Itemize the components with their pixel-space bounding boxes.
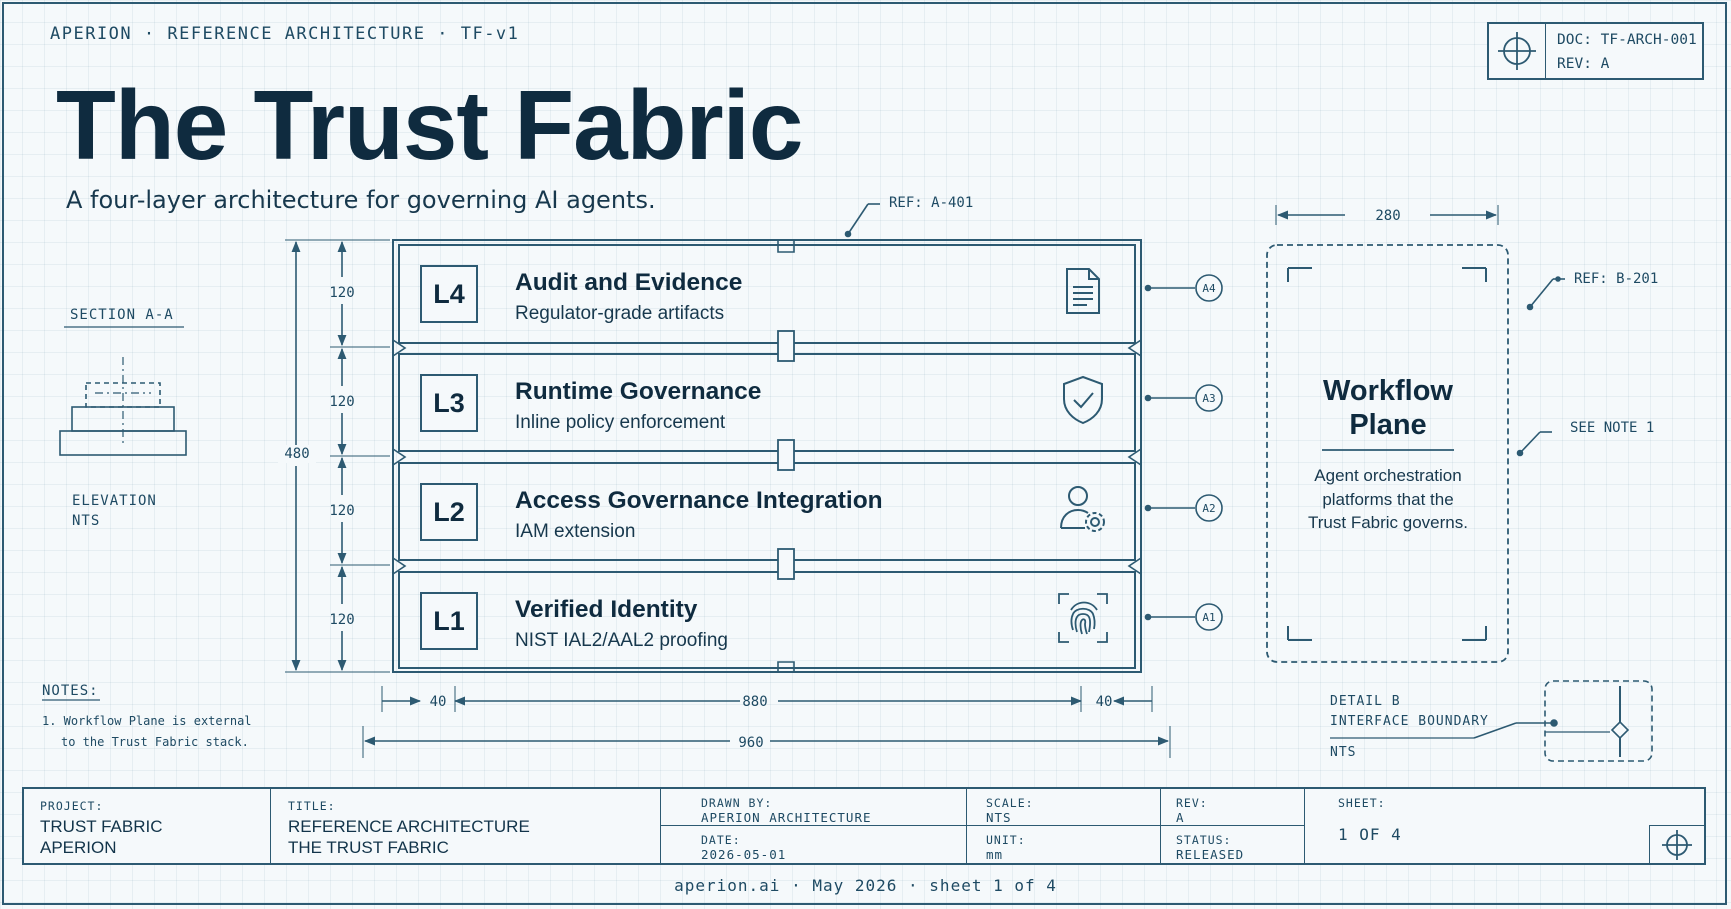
tb-project: PROJECT: TRUST FABRIC APERION — [24, 789, 271, 863]
shield-check-icon — [1055, 372, 1111, 428]
tb-unit-value: mm — [986, 847, 1004, 862]
tb-label: PROJECT: — [40, 799, 104, 813]
tb-label: UNIT: — [986, 833, 1026, 847]
callout-a3: A3 — [1202, 392, 1215, 405]
workflow-plane-title: Workflow Plane — [1266, 374, 1510, 442]
tb-label: REV: — [1176, 796, 1208, 810]
callout-a1: A1 — [1202, 611, 1215, 624]
section-caption-1: ELEVATION — [72, 493, 157, 509]
tb-label: TITLE: — [288, 799, 336, 813]
workflow-plane-description: Agent orchestration platforms that the T… — [1280, 464, 1496, 535]
doc-info-box: DOC: TF-ARCH-001 REV: A — [1487, 22, 1704, 80]
tb-scale: SCALE: NTS UNIT: mm — [966, 789, 1161, 863]
dim-workflow-width: 280 — [1375, 208, 1400, 224]
tb-project-org: APERION — [40, 838, 117, 857]
layer-title: Audit and Evidence — [515, 269, 743, 296]
tb-drawn: DRAWN BY: APERION ARCHITECTURE DATE: 202… — [660, 789, 967, 863]
layer-subtitle: IAM extension — [515, 521, 636, 542]
crosshair-icon — [1489, 24, 1546, 78]
layer-badge: L2 — [420, 483, 478, 541]
layer-subtitle: NIST IAL2/AAL2 proofing — [515, 630, 728, 651]
callout-markers: A4 A3 A2 A1 — [1195, 274, 1223, 631]
dim-l3-height: 120 — [329, 394, 354, 410]
layer-l3: L3 Runtime Governance Inline policy enfo… — [399, 354, 1137, 451]
workflow-title-line-1: Workflow — [1323, 375, 1453, 407]
tb-label: DRAWN BY: — [701, 796, 773, 810]
ref-b201: REF: B-201 — [1574, 271, 1658, 287]
notes-heading: NOTES: — [42, 683, 99, 699]
layer-subtitle: Regulator-grade artifacts — [515, 303, 725, 324]
dim-l2-height: 120 — [329, 503, 354, 519]
page-title: The Trust Fabric — [56, 70, 803, 180]
tb-project-name: TRUST FABRIC — [40, 817, 163, 836]
tb-title-line-1: REFERENCE ARCHITECTURE — [288, 817, 530, 836]
layer-badge: L3 — [420, 374, 478, 432]
dim-l4-height: 120 — [329, 285, 354, 301]
title-block: PROJECT: TRUST FABRIC APERION TITLE: REF… — [22, 787, 1706, 865]
section-title: SECTION A-A — [70, 307, 174, 323]
tb-rev: REV: A STATUS: RELEASED — [1160, 789, 1305, 863]
document-icon — [1055, 263, 1111, 319]
tb-label: SHEET: — [1338, 796, 1386, 810]
see-note-1: SEE NOTE 1 — [1570, 420, 1654, 436]
tb-label: SCALE: — [986, 796, 1034, 810]
footer: aperion.ai · May 2026 · sheet 1 of 4 — [674, 876, 1057, 895]
callout-a4: A4 — [1202, 282, 1216, 295]
detail-b-title: DETAIL B — [1330, 694, 1401, 709]
doc-rev: REV: A — [1557, 56, 1610, 72]
layer-title: Runtime Governance — [515, 378, 762, 405]
tb-label: STATUS: — [1176, 833, 1232, 847]
layer-l4: L4 Audit and Evidence Regulator-grade ar… — [399, 245, 1137, 343]
layer-title: Verified Identity — [515, 596, 698, 623]
note-line-2: to the Trust Fabric stack. — [61, 735, 249, 749]
layer-badge: L4 — [420, 265, 478, 323]
tb-rev-value: A — [1176, 810, 1185, 825]
dim-inner-width: 880 — [742, 694, 767, 710]
ref-a401: REF: A-401 — [889, 195, 973, 211]
fingerprint-icon — [1055, 590, 1111, 646]
note-line-1: 1. Workflow Plane is external — [42, 714, 252, 728]
doc-id: DOC: TF-ARCH-001 — [1557, 32, 1697, 48]
workflow-title-line-2: Plane — [1349, 409, 1427, 441]
tb-drawn-by: APERION ARCHITECTURE — [701, 810, 872, 825]
layer-frames — [398, 244, 1136, 669]
tb-label: DATE: — [701, 833, 741, 847]
tb-scale-value: NTS — [986, 810, 1012, 825]
detail-b-scale: NTS — [1330, 745, 1356, 760]
layer-subtitle: Inline policy enforcement — [515, 412, 726, 433]
tb-title-line-2: THE TRUST FABRIC — [288, 838, 449, 857]
section-caption-2: NTS — [72, 513, 100, 529]
layer-badge: L1 — [420, 592, 478, 650]
workflow-desc-line-3: Trust Fabric governs. — [1308, 513, 1468, 532]
dim-total-width: 960 — [738, 735, 763, 751]
workflow-desc-line-1: Agent orchestration — [1314, 466, 1462, 485]
tb-sheet-value: 1 OF 4 — [1338, 825, 1402, 844]
tb-title: TITLE: REFERENCE ARCHITECTURE THE TRUST … — [270, 789, 661, 863]
tb-date: 2026-05-01 — [701, 847, 787, 862]
tb-sheet: SHEET: 1 OF 4 — [1304, 789, 1666, 863]
user-gear-icon — [1055, 481, 1111, 537]
dim-total-height: 480 — [284, 446, 309, 462]
dim-l1-height: 120 — [329, 612, 354, 628]
detail-b-subtitle: INTERFACE BOUNDARY — [1330, 714, 1489, 729]
layer-l2: L2 Access Governance Integration IAM ext… — [399, 463, 1137, 560]
dim-right-margin: 40 — [1096, 694, 1113, 710]
workflow-desc-line-2: platforms that the — [1322, 489, 1454, 509]
dim-left-margin: 40 — [430, 694, 447, 710]
layer-l1: L1 Verified Identity NIST IAL2/AAL2 proo… — [399, 572, 1137, 668]
layer-title: Access Governance Integration — [515, 487, 883, 514]
callout-a2: A2 — [1202, 502, 1215, 515]
header-breadcrumb: APERION · REFERENCE ARCHITECTURE · TF-v1 — [50, 24, 520, 44]
page-subtitle: A four-layer architecture for governing … — [66, 186, 656, 214]
tb-status-value: RELEASED — [1176, 847, 1245, 862]
crosshair-icon — [1649, 825, 1705, 864]
